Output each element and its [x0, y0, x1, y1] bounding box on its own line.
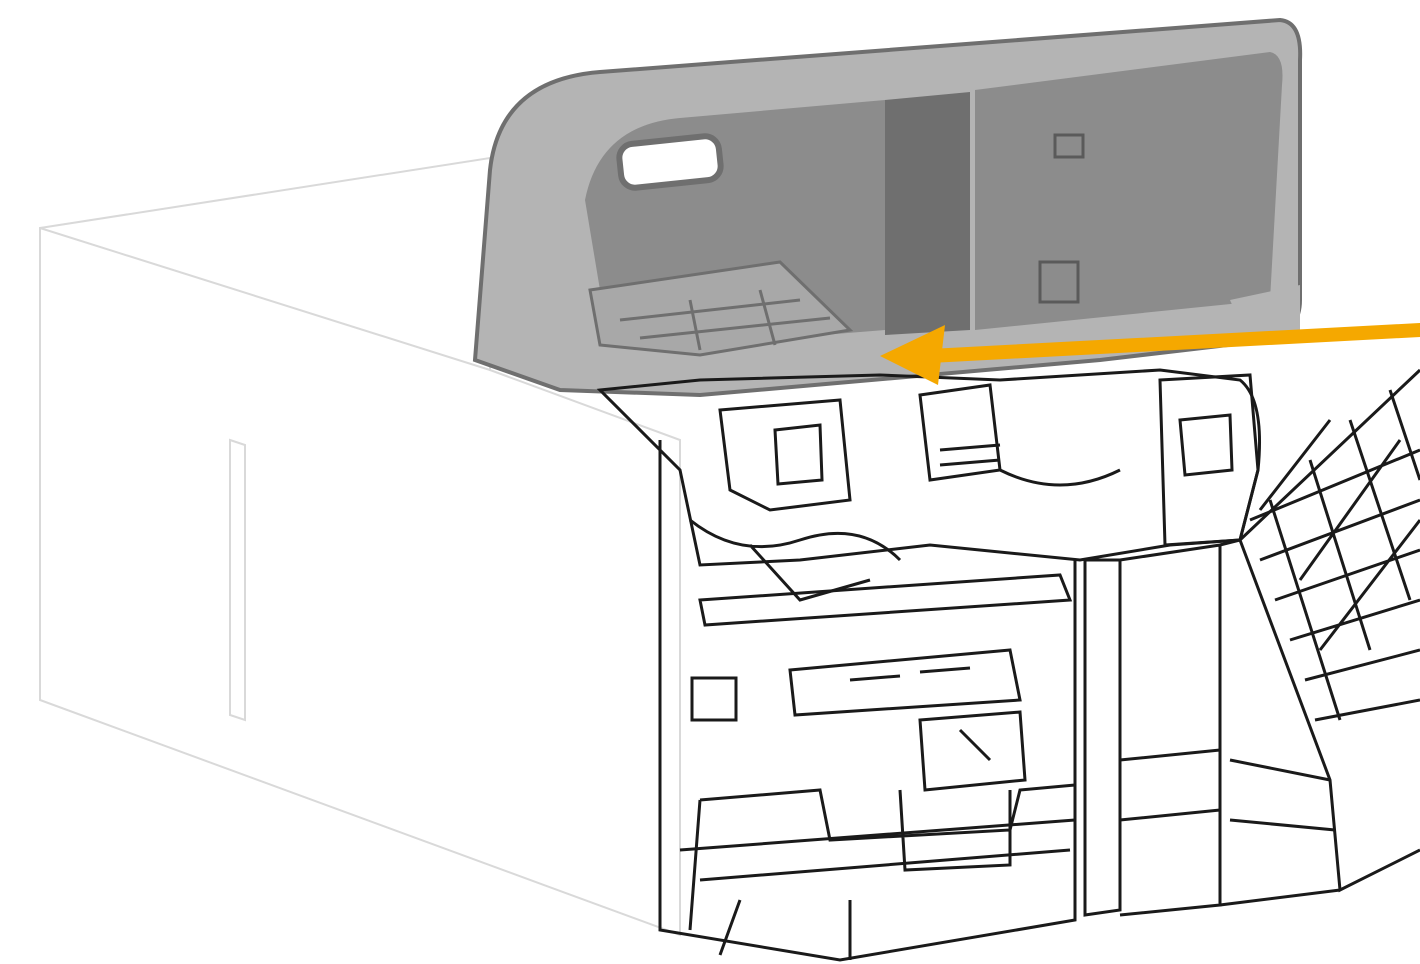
mechanism-hopper: [688, 783, 1076, 931]
print-mechanism: [596, 368, 1262, 962]
lid-tray-slots: [619, 289, 831, 351]
printer-body-panel: [229, 438, 246, 722]
lid-square-mark: [1053, 133, 1085, 159]
mechanism-lower-shelf: [788, 648, 1022, 717]
side-door-frame: [1083, 543, 1222, 917]
mechanism-front-frame: [658, 440, 1077, 962]
side-door-lower-bracing: [1119, 748, 1336, 832]
lid-inner-right: [975, 52, 1283, 330]
lid-hinge-shade: [1230, 285, 1300, 345]
mechanism-inner-support: [918, 710, 1027, 792]
mechanism-base-plate: [679, 818, 1076, 960]
side-door-lattice: [1249, 389, 1420, 722]
mechanism-upper-assembly: [596, 368, 1262, 567]
printer-body: [39, 156, 681, 937]
lid-window: [616, 133, 724, 191]
printer-body-top-edge: [39, 227, 491, 371]
side-door: [1083, 368, 1420, 917]
mechanism-right-module: [1158, 373, 1260, 547]
lid-inner-middle: [885, 92, 970, 335]
printer-lid: [472, 17, 1303, 398]
mechanism-access-square: [690, 676, 738, 722]
callout-arrow-shaft: [923, 323, 1420, 363]
lid-latch-mark: [1038, 260, 1080, 304]
callout-arrow-head: [880, 325, 945, 385]
mechanism-roller-housing: [918, 383, 1002, 482]
mechanism-cables: [689, 468, 1121, 602]
side-door-hinge-panel: [1219, 368, 1420, 907]
mechanism-card-guide: [698, 573, 1073, 627]
callout-arrow-icon: [880, 323, 1420, 385]
mechanism-printhead-block: [718, 398, 852, 512]
